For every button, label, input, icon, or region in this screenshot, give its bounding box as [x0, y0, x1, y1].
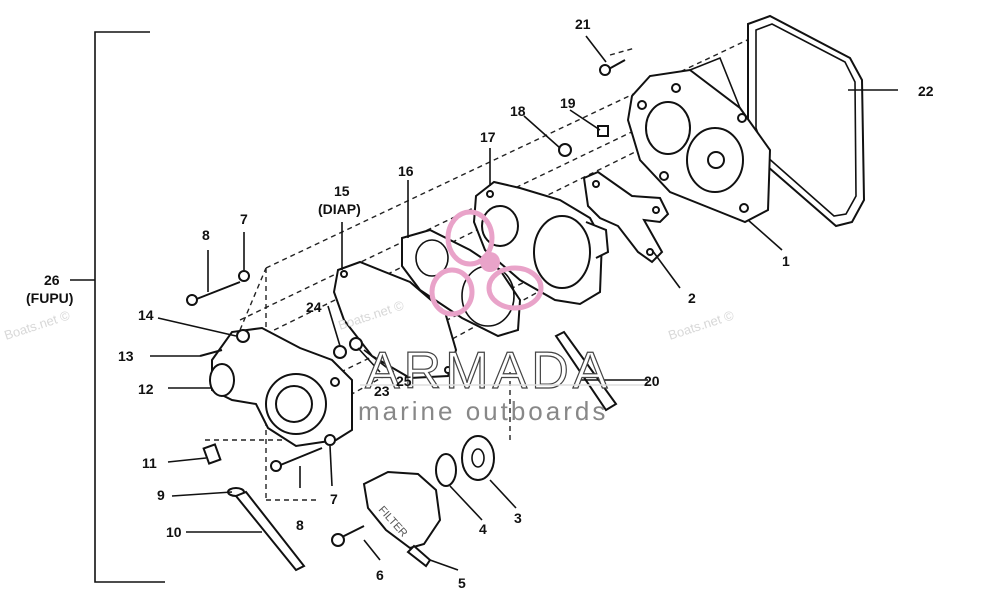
label-part-6: 6 — [376, 567, 384, 583]
part-18-nut — [558, 143, 572, 157]
label-part-8-lower: 8 — [296, 517, 304, 533]
label-part-19: 19 — [560, 95, 576, 111]
part-11-fitting — [202, 443, 222, 465]
assembly-bracket — [70, 31, 165, 583]
label-part-4: 4 — [479, 521, 487, 537]
part-21-screw — [599, 59, 626, 76]
part-7-washer-lower — [324, 434, 336, 446]
label-part-26-sub: (FUPU) — [26, 290, 73, 306]
label-part-23: 23 — [374, 383, 390, 399]
label-part-24: 24 — [306, 299, 322, 315]
label-part-15: 15 — [334, 183, 350, 199]
part-5-filter-cup: FILTER — [362, 470, 442, 568]
label-part-11: 11 — [142, 455, 157, 471]
label-part-12: 12 — [138, 381, 154, 397]
part-8-bolt-lower — [270, 447, 323, 472]
part-19-plug — [597, 125, 609, 137]
label-part-10: 10 — [166, 524, 182, 540]
part-16-gasket — [401, 228, 522, 338]
label-part-2: 2 — [688, 290, 696, 306]
part-pump-base-housing — [209, 326, 353, 448]
label-part-13: 13 — [118, 348, 134, 364]
label-part-7-lower: 7 — [330, 491, 338, 507]
watermark-site-left: Boats.net © — [2, 307, 72, 342]
part-1-cover-plate — [626, 56, 772, 224]
label-part-20: 20 — [644, 373, 660, 389]
label-part-25: 25 — [396, 373, 412, 389]
leader-lines — [150, 35, 898, 571]
watermark-tagline: marine outboards — [358, 396, 608, 426]
armada-logo-watermark: ARMADA marine outboards Boats.net © — [336, 209, 652, 426]
label-part-22: 22 — [918, 83, 934, 99]
label-part-17: 17 — [480, 129, 496, 145]
part-6-screw — [331, 525, 365, 547]
label-part-16: 16 — [398, 163, 414, 179]
label-part-9: 9 — [157, 487, 165, 503]
label-part-8-upper: 8 — [202, 227, 210, 243]
watermark-brand: ARMADA — [365, 342, 611, 400]
part-15-diaphragm — [332, 260, 458, 380]
label-part-15-sub: (DIAP) — [318, 201, 361, 217]
watermark-site-right: Boats.net © — [666, 307, 736, 342]
part-2-valve-plate — [582, 170, 670, 264]
propeller-logo-icon — [429, 209, 544, 317]
label-part-26: 26 — [44, 272, 60, 288]
part-4-gasket-ring — [435, 453, 457, 487]
label-part-3: 3 — [514, 510, 522, 526]
part-10-hose — [234, 490, 306, 572]
label-part-7-upper: 7 — [240, 211, 248, 227]
part-24-25-check-valves — [333, 337, 363, 359]
label-part-18: 18 — [510, 103, 526, 119]
label-part-21: 21 — [575, 16, 591, 32]
label-part-14: 14 — [138, 307, 154, 323]
part-7-washer-upper — [238, 270, 250, 282]
part-3-filter-screen — [461, 435, 495, 481]
part-8-bolt-upper — [186, 281, 241, 306]
label-part-1: 1 — [782, 253, 790, 269]
label-part-5: 5 — [458, 575, 466, 591]
part-13-screw — [199, 349, 223, 357]
callout-labels: 1 2 3 4 5 6 7 7 8 8 9 10 11 12 13 14 15 … — [26, 16, 934, 591]
